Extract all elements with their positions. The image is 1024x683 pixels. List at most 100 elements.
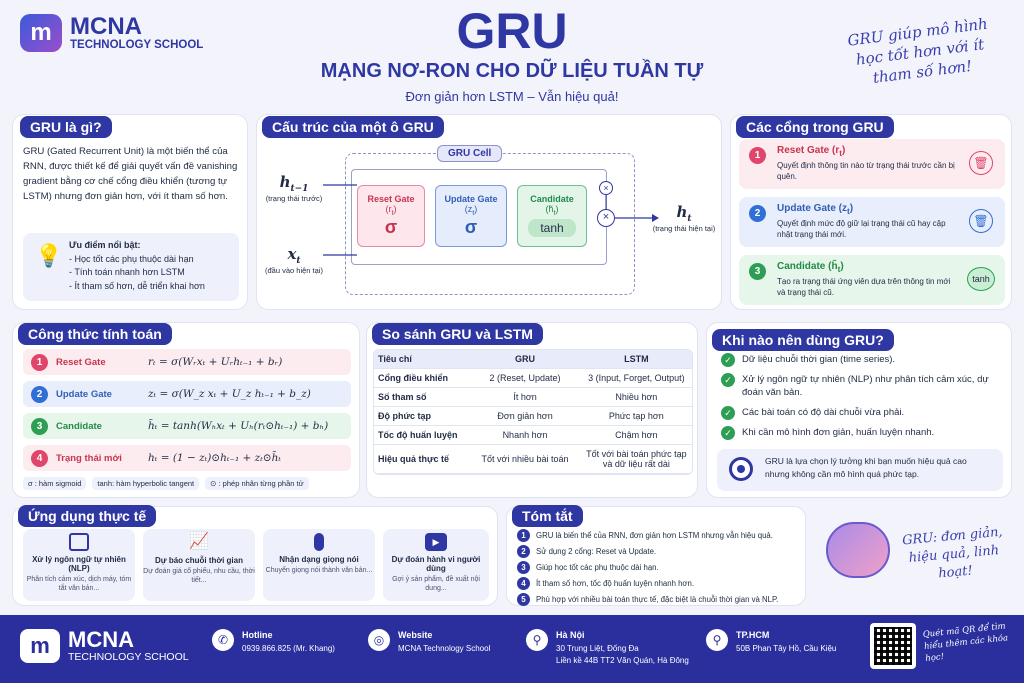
reset-gate-box: Reset Gate (rt) σ — [357, 185, 425, 247]
gate-end: ) — [849, 203, 854, 214]
app-item: Nhận dạng giọng nói Chuyển giọng nói thà… — [263, 529, 375, 601]
adv-item: - Ít tham số hơn, dễ triển khai hơn — [69, 280, 205, 291]
adv-item: - Tính toán nhanh hơn LSTM — [69, 267, 185, 277]
gate-number: 1 — [749, 147, 766, 164]
summary-item: Giúp học tốt các phụ thuộc dài hạn. — [536, 562, 659, 572]
gate-item: 3 Candidate (h̃t) Tạo ra trạng thái ứng … — [739, 255, 1005, 305]
gate-number: 3 — [749, 263, 766, 280]
gate-name: Update Gate (z — [777, 203, 848, 214]
formula-row: 2 Update Gate zₜ = σ(W_z xₜ + U_z hₜ₋₁ +… — [23, 381, 351, 407]
hanoi-label: Hà Nội — [556, 630, 585, 640]
microphone-icon — [314, 533, 324, 551]
formula-name: Candidate — [56, 420, 102, 432]
summary-number: 4 — [517, 577, 530, 590]
gates-title: Các cổng trong GRU — [736, 116, 894, 138]
connection-lines — [323, 184, 659, 256]
h-out-note: (trạng thái hiện tại) — [652, 224, 716, 233]
summary-number: 3 — [517, 561, 530, 574]
page-tagline: Đơn giản hơn LSTM – Vẫn hiệu quả! — [405, 89, 619, 104]
hcm-address: 50B Phan Tây Hồ, Cầu Kiệu — [736, 643, 837, 653]
when-item: Khi cần mô hình đơn giản, huấn luyện nha… — [742, 426, 935, 438]
app-desc: Dự đoán giá cổ phiếu, nhu cầu, thời tiết… — [143, 568, 255, 585]
bulb-icon: 💡 — [35, 243, 63, 268]
formula-number: 3 — [31, 417, 48, 435]
app-item: ▶ Dự đoán hành vi người dùng Gợi ý sản p… — [383, 529, 489, 601]
location-icon: ⚲ — [706, 629, 728, 651]
chart-icon: 📈 — [189, 533, 209, 550]
gate-number: 2 — [749, 205, 766, 222]
globe-icon: ◎ — [368, 629, 390, 651]
location-icon: ⚲ — [526, 629, 548, 651]
table-cell: Tốc độ huấn luyện — [374, 425, 470, 445]
update-gate-label: Update Gate — [444, 194, 498, 204]
candidate-label: Candidate — [530, 194, 574, 204]
table-header: LSTM — [580, 350, 692, 369]
hanoi-address: Liền kề 44B TT2 Văn Quán, Hà Đông — [556, 655, 689, 665]
formula-row: 4 Trạng thái mới hₜ = (1 − zₜ)⊙hₜ₋₁ + zₜ… — [23, 445, 351, 471]
app-item: 📈 Dự báo chuỗi thời gian Dự đoán giá cổ … — [143, 529, 255, 601]
table-cell: Phức tạp hơn — [580, 406, 692, 426]
table-cell: Tốt với nhiều bài toán — [469, 444, 581, 474]
x-sub: t — [296, 256, 301, 266]
table-cell: Cổng điều khiển — [374, 368, 470, 388]
h-prev-symbol: h — [279, 173, 291, 191]
summary-item: Sử dụng 2 cổng: Reset và Update. — [536, 546, 657, 556]
brain-icon — [826, 522, 890, 578]
gate-desc: Quyết định mức độ giữ lại trạng thái cũ … — [777, 219, 946, 239]
summary-number: 2 — [517, 545, 530, 558]
check-icon: ✓ — [721, 425, 735, 440]
table-cell: Hiệu quả thực tế — [374, 444, 470, 474]
gate-var: (h̃ — [545, 204, 554, 214]
x-note: (đầu vào hiện tại) — [265, 266, 323, 275]
hanoi-address: 30 Trung Liệt, Đống Đa — [556, 643, 639, 653]
formula-number: 4 — [31, 449, 48, 467]
app-title: Dự báo chuỗi thời gian — [155, 556, 243, 565]
table-cell: Ít hơn — [469, 387, 581, 407]
target-icon — [729, 457, 753, 481]
hotline-value[interactable]: 0939.866.825 (Mr. Khang) — [242, 643, 335, 653]
gate-var-end: ) — [393, 204, 397, 214]
gate-name: Candidate (h̃ — [777, 261, 838, 272]
formula-name: Update Gate — [56, 388, 112, 400]
sigma-symbol: σ — [384, 216, 398, 237]
sigma-symbol: σ — [464, 216, 478, 237]
qr-code[interactable] — [870, 623, 916, 669]
formulas-title: Công thức tính toán — [18, 323, 172, 345]
gate-var-end: ) — [474, 204, 478, 214]
legend-item: tanh: hàm hyperbolic tangent — [92, 477, 200, 490]
legend-item: σ : hàm sigmoid — [23, 477, 87, 490]
structure-title: Cấu trúc của một ô GRU — [262, 116, 444, 138]
footer-brand-subtitle: TECHNOLOGY SCHOOL — [68, 651, 189, 663]
summary-title: Tóm tắt — [512, 505, 583, 527]
formulas-card: 1 Reset Gate rₜ = σ(Wᵣxₜ + Uᵣhₜ₋₁ + bᵣ) … — [12, 322, 360, 498]
tanh-icon: tanh — [967, 267, 995, 291]
formula-eq: zₜ = σ(W_z xₜ + U_z hₜ₋₁ + b_z) — [148, 388, 311, 400]
formula-number: 2 — [31, 385, 48, 403]
phone-icon: ✆ — [212, 629, 234, 651]
website-value[interactable]: MCNA Technology School — [398, 643, 491, 653]
what-card: GRU (Gated Recurrent Unit) là một biến t… — [12, 114, 248, 310]
summary-item: GRU là biến thể của RNN, đơn giản hơn LS… — [536, 530, 773, 540]
gate-var-sub: t — [553, 207, 556, 217]
when-title: Khi nào nên dùng GRU? — [712, 329, 894, 351]
gate-var-sub: t — [472, 207, 475, 217]
gate-desc: Tạo ra trạng thái ứng viên dựa trên thôn… — [777, 277, 951, 297]
gate-var: (z — [464, 204, 473, 214]
gate-sub: t — [837, 264, 841, 274]
footer-logo-mark: m — [20, 629, 60, 663]
table-cell: Độ phức tạp — [374, 406, 470, 426]
table-cell: Chậm hơn — [580, 425, 692, 445]
apps-title: Ứng dụng thực tế — [18, 505, 157, 527]
when-item: Xử lý ngôn ngữ tự nhiên (NLP) như phân t… — [742, 374, 989, 399]
brand-logo: m MCNA TECHNOLOGY SCHOOL — [20, 14, 203, 52]
footer: m MCNA TECHNOLOGY SCHOOL ✆ Hotline 0939.… — [0, 615, 1024, 683]
page-subtitle: MẠNG NƠ-RON CHO DỮ LIỆU TUẦN TỰ — [320, 60, 704, 82]
when-item: Dữ liệu chuỗi thời gian (time series). — [742, 354, 896, 365]
check-icon: ✓ — [721, 353, 735, 367]
multiply-op-icon: × — [599, 181, 613, 195]
h-prev-sub: t−1 — [290, 184, 309, 194]
table-header: GRU — [469, 350, 581, 369]
formula-eq: rₜ = σ(Wᵣxₜ + Uᵣhₜ₋₁ + bᵣ) — [148, 356, 283, 368]
h-out-sub: t — [687, 214, 692, 224]
